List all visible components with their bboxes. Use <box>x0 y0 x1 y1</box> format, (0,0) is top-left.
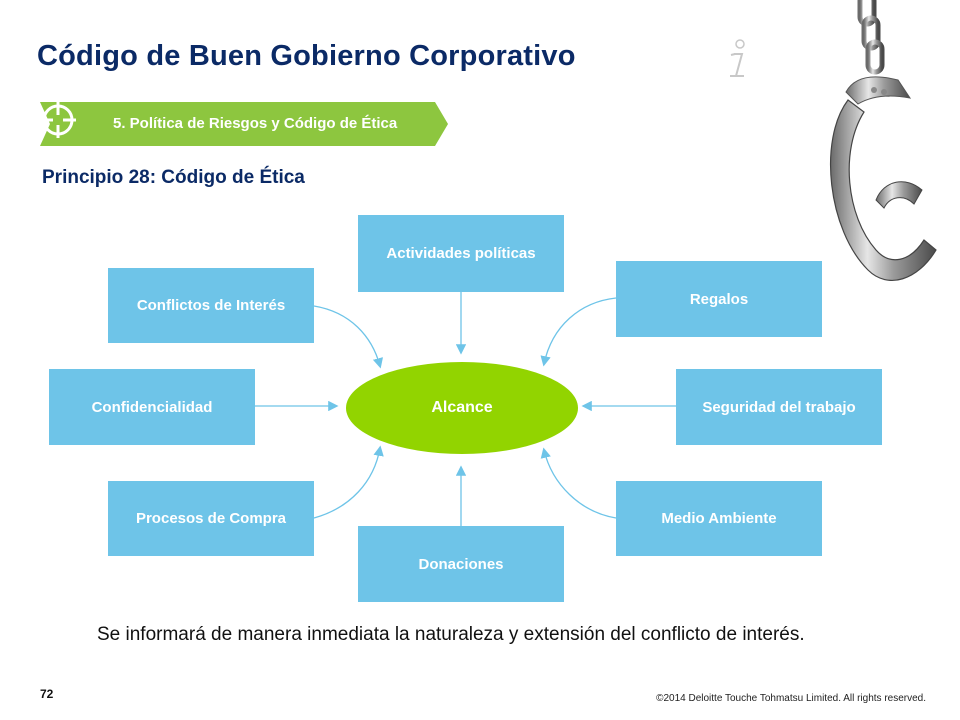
box-donaciones: Donaciones <box>358 526 564 602</box>
page-number: 72 <box>40 687 54 701</box>
section-banner-label: 5. Política de Riesgos y Código de Ética <box>113 115 398 132</box>
copyright-notice: ©2014 Deloitte Touche Tohmatsu Limited. … <box>656 693 926 704</box>
crosshair-icon <box>40 102 76 138</box>
info-icon <box>730 39 745 77</box>
section-banner: 5. Política de Riesgos y Código de Ética <box>40 102 448 146</box>
arrow-lower-left <box>313 445 384 519</box>
box-medio-ambiente: Medio Ambiente <box>616 481 822 556</box>
principle-subtitle: Principio 28: Código de Ética <box>42 167 305 188</box>
box-regalos: Regalos <box>616 261 822 337</box>
box-seguridad-del-trabajo: Seguridad del trabajo <box>676 369 882 445</box>
arrow-lower-right <box>540 447 617 519</box>
center-oval-alcance: Alcance <box>346 362 578 454</box>
box-conflictos-de-interes: Conflictos de Interés <box>108 268 314 343</box>
box-confidencialidad: Confidencialidad <box>49 369 255 445</box>
box-procesos-de-compra: Procesos de Compra <box>108 481 314 556</box>
explanatory-note: Se informará de manera inmediata la natu… <box>97 624 805 645</box>
handcuff-image <box>829 0 937 281</box>
arrow-upper-left <box>313 305 384 369</box>
box-actividades-politicas: Actividades políticas <box>358 215 564 292</box>
arrow-upper-right <box>540 297 617 367</box>
page-title: Código de Buen Gobierno Corporativo <box>37 40 576 72</box>
